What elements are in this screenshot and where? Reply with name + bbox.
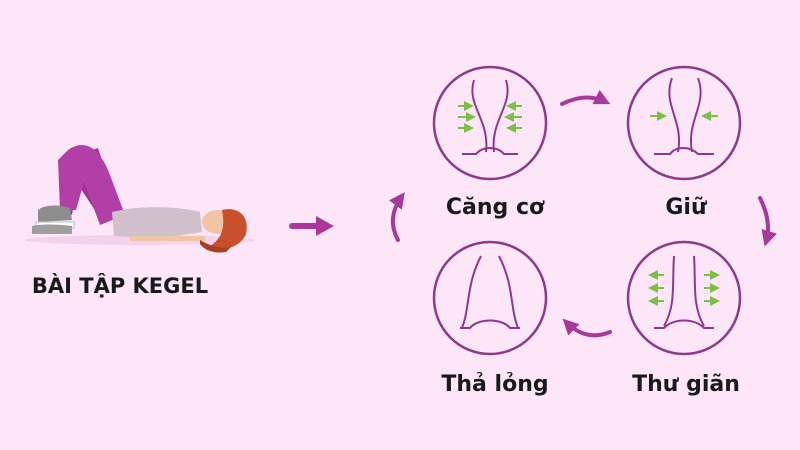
cycle-arrow-top [560, 89, 611, 106]
diagram-circle-release [432, 240, 548, 356]
step-label-hold: Giữ [665, 195, 707, 220]
diagram-circle-contract [432, 65, 548, 181]
woman-exercising-illustration [25, 144, 255, 253]
step-label-release: Thả lỏng [441, 372, 549, 397]
step-label-relax: Thư giãn [632, 372, 740, 397]
cycle-arrow-right [758, 196, 777, 247]
diagram-circle-hold [626, 65, 742, 181]
cycle-arrow-bottom [562, 318, 612, 338]
diagram-circle-relax [626, 240, 742, 356]
cycle-arrow-left [388, 192, 405, 242]
cycle-arrows [388, 89, 777, 338]
right-arrow-icon [289, 216, 334, 236]
step-label-contract: Căng cơ [445, 195, 545, 220]
exercise-title: BÀI TẬP KEGEL [31, 274, 209, 298]
